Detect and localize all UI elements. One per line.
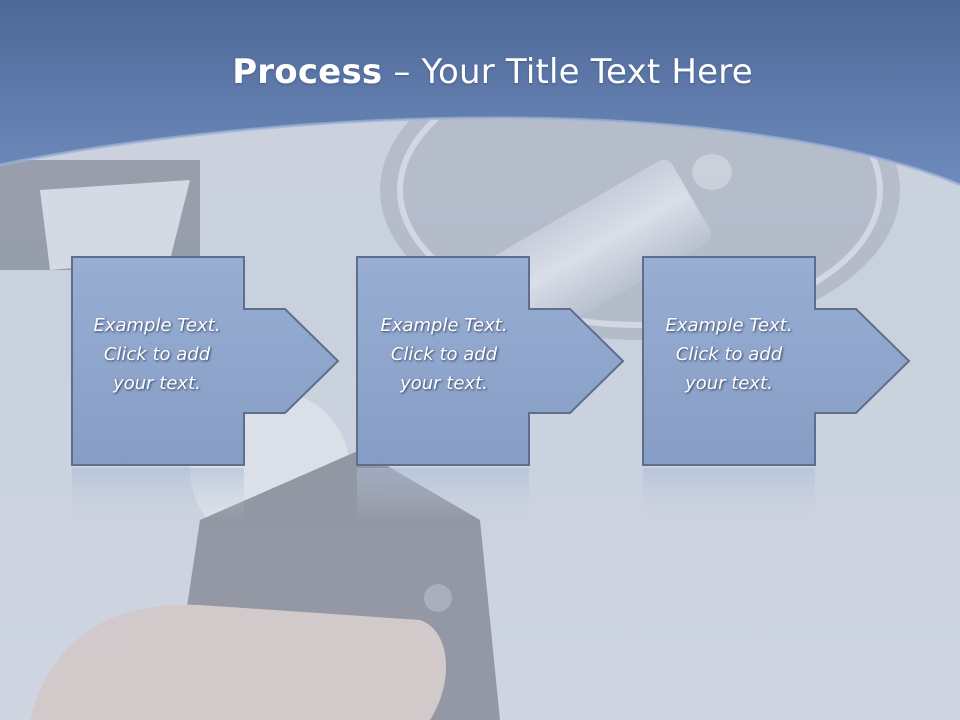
- step-3-reflection: [643, 468, 815, 520]
- screw-shape: [424, 584, 452, 612]
- step-3-line-3: your text.: [685, 373, 773, 394]
- process-step-1[interactable]: [71, 256, 340, 520]
- step-3-line-2: Click to add: [675, 344, 783, 365]
- step-2-line-2: Click to add: [390, 344, 498, 365]
- step-1-line-2: Click to add: [103, 344, 211, 365]
- step-1-line-1: Example Text.: [93, 315, 221, 336]
- step-3-shape: [642, 256, 911, 466]
- step-2-line-3: your text.: [400, 373, 488, 394]
- knob-shape: [692, 154, 732, 190]
- header-curve-highlight: [0, 116, 960, 187]
- step-3-text[interactable]: Example Text. Click to add your text.: [642, 311, 816, 398]
- step-3-line-1: Example Text.: [665, 315, 793, 336]
- process-step-3[interactable]: [642, 256, 911, 520]
- panel-shape: [40, 180, 190, 270]
- hand-shape: [30, 604, 447, 720]
- step-2-text[interactable]: Example Text. Click to add your text.: [357, 311, 531, 398]
- slide-title[interactable]: Process – Your Title Text Here: [0, 52, 960, 92]
- title-rest-text: – Your Title Text Here: [382, 52, 753, 92]
- step-1-line-3: your text.: [113, 373, 201, 394]
- process-step-2[interactable]: [356, 256, 625, 520]
- step-2-line-1: Example Text.: [380, 315, 508, 336]
- process-steps: [71, 256, 911, 520]
- step-2-reflection: [357, 468, 529, 520]
- step-2-shape: [356, 256, 625, 466]
- step-1-reflection: [72, 468, 244, 520]
- title-bold-text: Process: [232, 52, 383, 92]
- step-1-text[interactable]: Example Text. Click to add your text.: [70, 311, 244, 398]
- step-1-shape: [71, 256, 340, 466]
- header-band: [0, 0, 960, 185]
